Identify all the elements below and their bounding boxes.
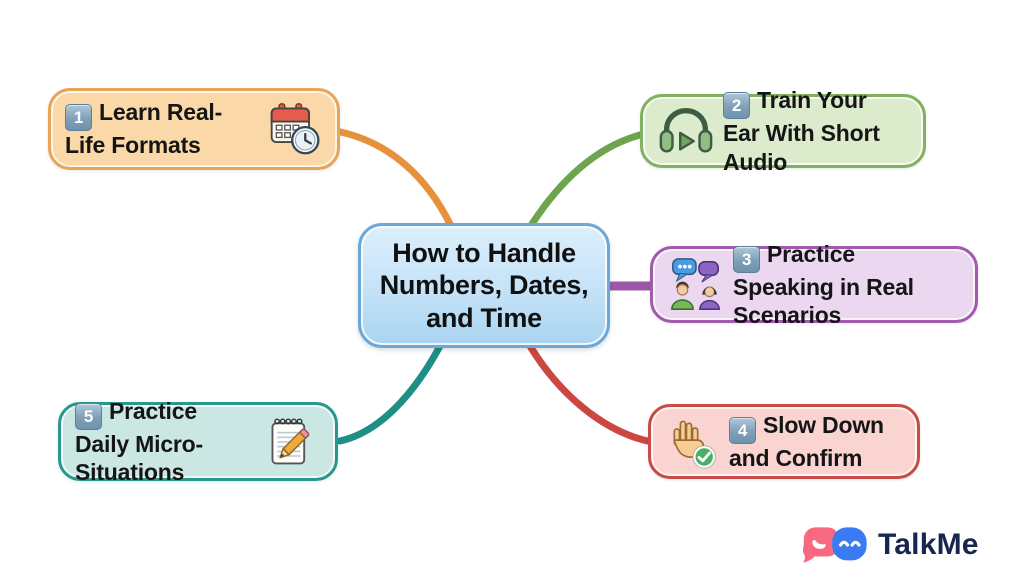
node-3-number-badge: 3 bbox=[733, 245, 760, 273]
talkme-logo: TalkMe bbox=[800, 522, 1000, 568]
node-2-number-badge: 2 bbox=[723, 92, 750, 120]
hand-check-icon bbox=[673, 420, 716, 469]
connector-node-4 bbox=[526, 342, 656, 446]
connector-node-2 bbox=[528, 129, 652, 228]
calendar-clock-icon bbox=[270, 103, 320, 155]
logo-blue-bubble bbox=[832, 527, 867, 561]
node-1-number-badge: 1 bbox=[65, 104, 92, 132]
headphones-play-icon bbox=[659, 108, 713, 153]
talkme-logo-mark bbox=[802, 527, 867, 563]
talkme-logo-text: TalkMe bbox=[878, 528, 979, 561]
notepad-pencil-icon bbox=[271, 418, 310, 464]
node-4-number-badge: 4 bbox=[729, 416, 756, 444]
connector-node-1 bbox=[332, 127, 454, 228]
node-5-number-badge: 5 bbox=[75, 402, 102, 430]
center-topic-title: How to Handle Numbers, Dates, and Time bbox=[379, 237, 589, 333]
connector-node-5 bbox=[336, 342, 444, 445]
people-chat-icon bbox=[671, 257, 720, 310]
center-topic-node: How to Handle Numbers, Dates, and Time bbox=[358, 223, 610, 348]
